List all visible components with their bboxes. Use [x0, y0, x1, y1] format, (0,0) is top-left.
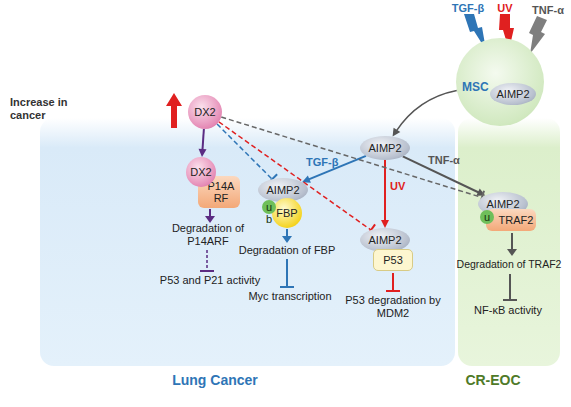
inhibit-bar [280, 286, 294, 288]
arrow-line [286, 229, 288, 237]
node-label: u b [262, 201, 276, 225]
protein-circle: FBP [272, 198, 302, 228]
protein-ellipse: AIMP2 [360, 136, 410, 160]
protein-circle: DX2 [186, 157, 216, 187]
node-label: u [480, 211, 494, 223]
protein-circle: DX2 [188, 95, 222, 129]
inhibit-line [509, 274, 511, 300]
stimulus-label: UV [492, 2, 518, 15]
inhibit-line [286, 259, 288, 287]
outcome-text: NF-κB activity [460, 304, 556, 317]
node-label: Lung Cancer [150, 372, 280, 388]
stimulus-label: TGF-β [446, 2, 490, 15]
node-label: FBP [276, 207, 297, 219]
protein-box: P53 [373, 249, 413, 271]
note-text: Increase in cancer [10, 96, 76, 122]
edge-label: TGF-β [306, 156, 338, 169]
inhibit-bar [386, 290, 400, 292]
node-label: AIMP2 [368, 142, 401, 154]
outcome-text: Myc transcription [235, 290, 345, 303]
stimulus-label: TNF-α [527, 4, 569, 17]
outcome-text: Degradation of TRAF2 [452, 258, 566, 271]
inhibit-bar [200, 270, 214, 272]
outcome-text: P53 and P21 activity [150, 274, 270, 287]
node-label: AIMP2 [496, 88, 529, 100]
protein-ellipse: AIMP2 [490, 83, 536, 105]
node-label: MSC [462, 81, 489, 93]
ubiquitin-circle: u [480, 210, 494, 224]
region-band: CR-EOCAIMP2TRAF2u [458, 118, 560, 366]
edge-label: TNF-α [428, 154, 460, 167]
node-label: DX2 [190, 166, 211, 178]
lightning-bolt [529, 16, 547, 54]
edge-label: UV [390, 180, 405, 193]
outcome-text: P53 degradation by MDM2 [341, 294, 445, 320]
outcome-text: Degradation of FBP [230, 244, 344, 257]
cell-circle: MSC AIMP2 [456, 38, 544, 126]
protein-box: TRAF2 [486, 209, 536, 231]
node-label: CR-EOC [438, 372, 548, 388]
node-label: TRAF2 [489, 214, 534, 226]
node-label: P53 [383, 254, 403, 266]
connector-line [384, 160, 386, 222]
inhibit-bar [503, 299, 517, 301]
inhibit-line [392, 273, 394, 291]
arrow-line [511, 233, 513, 250]
node-label: AIMP2 [266, 184, 299, 196]
ubiquitin-circle: u b [262, 200, 276, 214]
node-label: DX2 [194, 106, 215, 118]
arrow-line [209, 209, 211, 217]
node-label: AIMP2 [368, 234, 401, 246]
